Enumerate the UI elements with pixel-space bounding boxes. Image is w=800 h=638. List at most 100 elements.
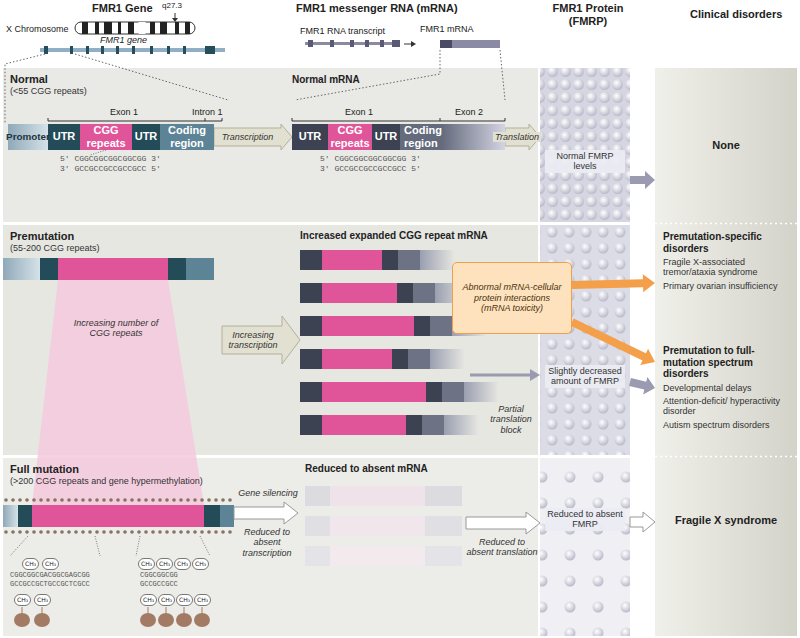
illustration-part: [10, 536, 28, 556]
methyl-mark: [221, 498, 225, 502]
node-text: (>200 CGG repeats and gene hypermethylat…: [10, 476, 235, 487]
methyl-group: CH₃: [140, 594, 157, 606]
illustration-part: [380, 40, 384, 47]
label-box: CH₃: [156, 558, 173, 570]
label-box: FMR1 Gene: [92, 2, 162, 15]
illustration-part: [95, 22, 99, 34]
methyl-group: CH₃: [42, 558, 59, 570]
illustration-part: [3, 458, 538, 636]
label-box: Reduced to absent translation: [466, 537, 538, 558]
methyl-mark: [172, 530, 176, 534]
illustration-part: [305, 516, 462, 536]
methyl-mark: [95, 498, 99, 502]
gene-segment: Promoter: [8, 124, 48, 150]
clinical-column: [655, 68, 797, 636]
connector-arrow: [630, 512, 655, 532]
sequence-text: GCCGCCGCC: [140, 580, 190, 588]
illustration-part: [540, 68, 630, 222]
methyl-mark: [88, 498, 92, 502]
illustration-part: [308, 40, 313, 47]
illustration-part: [101, 46, 104, 54]
label-box: CGGCGGCGG: [140, 571, 190, 579]
methyl-mark: [25, 498, 29, 502]
mrna-segment: [430, 316, 452, 336]
illustration-part: [205, 46, 215, 54]
sequence-text: GCCGCCGCTGCCGCTCGCC: [10, 580, 100, 588]
methyl-mark: [74, 530, 78, 534]
illustration-part: [466, 512, 540, 534]
methyl-group: CH₃: [176, 594, 193, 606]
methyl-mark: [214, 530, 218, 534]
mrna-segment: [464, 382, 499, 402]
node-text: Fragile X-associated tremor/ataxia syndr…: [663, 257, 789, 278]
node-heading: Coding region: [161, 124, 213, 150]
label-box: CH₃: [138, 558, 155, 570]
label-box: FMR1 mRNA: [420, 24, 480, 34]
mrna-segment: [444, 415, 479, 435]
illustration-part: [118, 22, 121, 34]
protein-column: [540, 68, 630, 636]
node-heading: Reduced to absent FMRP: [545, 508, 625, 531]
mrna-segment: [398, 250, 420, 270]
label-text: Reduced to absent translation: [466, 537, 538, 558]
illustration-part: [150, 22, 155, 34]
label-box: CH₃: [158, 594, 175, 606]
illustration-part: [44, 46, 48, 54]
illustration-part: [42, 607, 43, 613]
row-bands: [3, 68, 538, 636]
node-heading: UTR: [53, 130, 76, 143]
label-box: Exon 2: [455, 107, 495, 117]
methyl-mark: [46, 530, 50, 534]
methyl-mark: [116, 530, 120, 534]
illustration-part: [148, 607, 149, 613]
methyl-mark: [193, 498, 197, 502]
illustration-part: [176, 613, 192, 627]
methyl-mark: [67, 530, 71, 534]
edge-label-box: Translation: [493, 132, 541, 142]
methyl-mark: [144, 530, 148, 534]
illustration-part: [194, 613, 210, 627]
gene-segment: CGG repeats: [328, 124, 372, 150]
illustration-part: [404, 44, 412, 45]
illustration-part: [32, 505, 204, 527]
methyl-group: CH₃: [22, 558, 39, 570]
illustration-part: [184, 607, 185, 613]
label-box: Gene silencing: [236, 488, 300, 498]
node-heading: Slightly decreased amount of FMRP: [545, 365, 625, 388]
methyl-mark: [11, 530, 15, 534]
illustration-part: [104, 22, 112, 34]
mrna-segment: [322, 283, 397, 303]
node-heading: Abnormal mRNA-cellular protein interacti…: [459, 282, 565, 314]
illustration-part: [14, 613, 30, 627]
label-text: FMR1 RNA transcript: [300, 26, 400, 36]
illustration-part: [530, 369, 540, 381]
methyl-mark: [165, 530, 169, 534]
label-text: FMR1 Gene: [92, 2, 162, 15]
label-text: Increased expanded CGG repeat mRNA: [300, 230, 530, 242]
methylation-marks: [4, 498, 232, 534]
methyl-mark: [109, 498, 113, 502]
node-heading: UTR: [135, 130, 158, 143]
edge-label: Translation: [493, 132, 541, 142]
methyl-mark: [46, 498, 50, 502]
illustration-part: [166, 607, 167, 613]
methyl-group: CH₃: [138, 558, 155, 570]
label-box: Exon 1: [110, 107, 150, 117]
node-heading: Premutation: [10, 230, 235, 243]
connector-arrow: [572, 274, 655, 292]
label-box: CGGCGGCGACGGCGAGCGG: [10, 571, 100, 579]
mrna-segment: [322, 250, 382, 270]
methyl-group: CH₃: [34, 594, 51, 606]
methyl-mark: [130, 530, 134, 534]
illustration-part: [440, 40, 452, 48]
node-heading: CGG repeats: [81, 124, 131, 150]
label-text: Partial translation block: [484, 404, 538, 435]
label-text: Exon 1: [110, 107, 150, 117]
methyl-mark: [32, 530, 36, 534]
illustration-part: [330, 546, 425, 566]
node-text: (55-200 CGG repeats): [10, 243, 235, 254]
disorder-panel: Premutation-specific disordersFragile X-…: [655, 225, 797, 338]
gene-segment: UTR: [372, 124, 400, 150]
node-heading: CGG repeats: [329, 124, 371, 150]
row-band: Normal(<55 CGG repeats)PromoterUTRCGG re…: [3, 68, 538, 222]
